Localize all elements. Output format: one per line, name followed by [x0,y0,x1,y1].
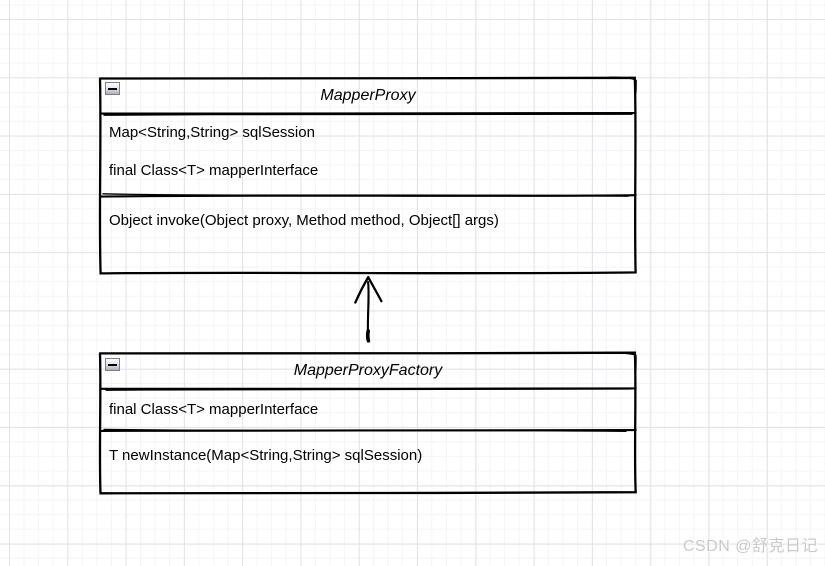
box-corner-overdraw [605,351,637,371]
box-outline [98,76,637,275]
title-divider-overdraw [103,113,633,116]
arrow-tail-blob[interactable] [365,329,371,343]
title-divider-overdraw [105,388,631,391]
section-divider-overdraw [103,428,627,433]
method-row[interactable]: Object invoke(Object proxy, Method metho… [109,212,499,229]
minus-icon [108,87,117,90]
title-divider [99,111,637,115]
collapse-button-mapperproxy[interactable] [105,82,120,95]
arrowhead-left[interactable] [354,276,370,304]
arrowhead-right[interactable] [367,276,383,303]
box-corner-overdraw [609,76,637,95]
box-outline [98,351,637,495]
class-title: MapperProxyFactory [293,362,443,379]
section-divider-overdraw [102,193,629,197]
field-row[interactable]: final Class<T> mapperInterface [109,162,319,179]
watermark: CSDN @舒克日记 [682,538,818,555]
field-row[interactable]: Map<String,String> sqlSession [109,124,315,141]
minus-icon [108,363,117,366]
method-row[interactable]: T newInstance(Map<String,String> sqlSess… [109,447,423,464]
field-row[interactable]: final Class<T> mapperInterface [109,401,319,418]
class-box-outline-mapperproxy [98,76,637,275]
collapse-button-mapperproxyfactory[interactable] [105,358,120,371]
class-box-outline-mapperproxyfactory [98,351,637,495]
class-title: MapperProxy [320,87,416,104]
arrow-shaft-overdraw[interactable] [366,287,370,319]
class-mapperproxyfactory[interactable]: MapperProxyFactory final Class<T> mapper… [100,352,636,493]
dependency-arrow[interactable] [354,276,383,343]
class-mapperproxy[interactable]: MapperProxy Map<String,String> sqlSessio… [100,77,636,273]
